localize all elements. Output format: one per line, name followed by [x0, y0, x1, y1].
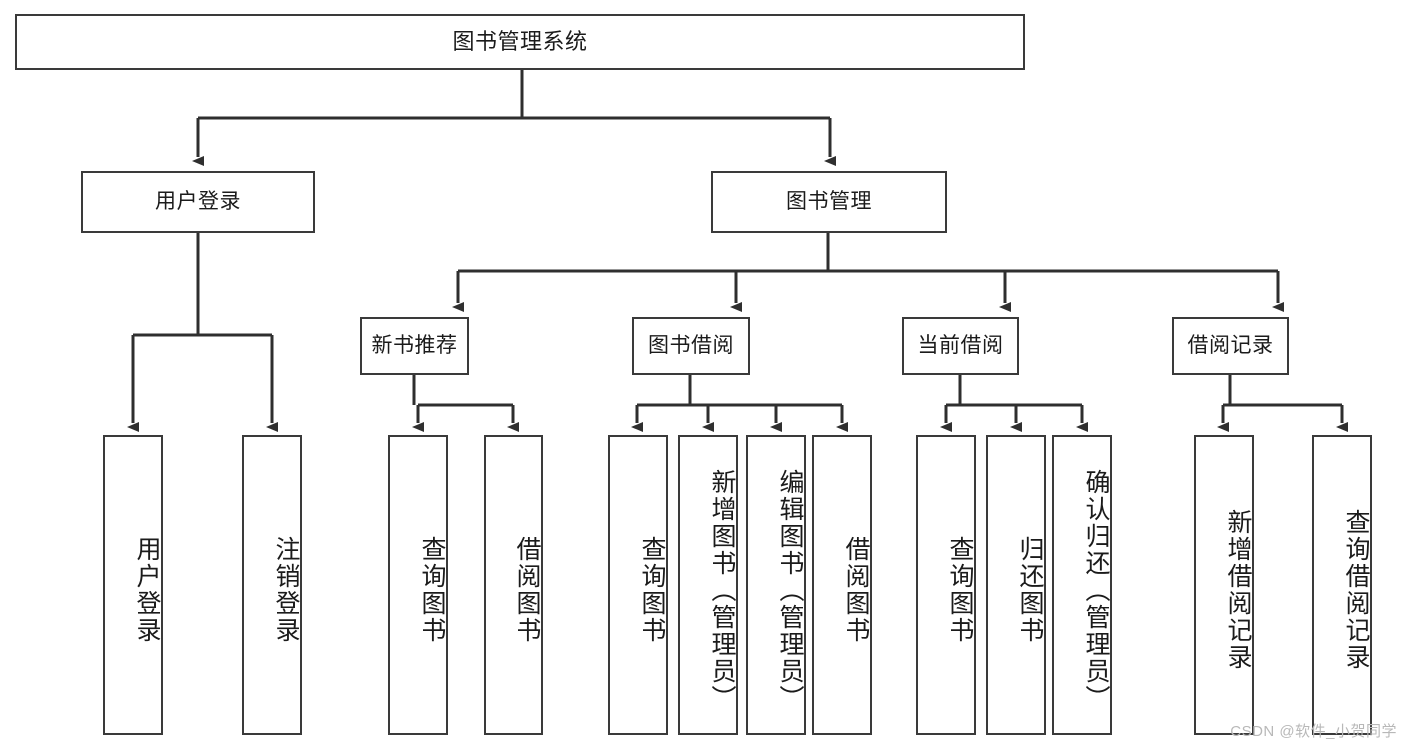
node-label: 当前借阅: [917, 333, 1004, 357]
leaf-user-login-logout[interactable]: 注销登录: [242, 435, 302, 735]
node-label: 借阅图书: [842, 536, 870, 644]
node-label: 确认归还（管理员）: [1082, 468, 1110, 712]
node-label: 查询借阅记录: [1342, 509, 1370, 671]
node-label: 新增借阅记录: [1224, 509, 1252, 671]
node-label: 查询图书: [946, 536, 974, 644]
leaf-current-borrow-query[interactable]: 查询图书: [916, 435, 976, 735]
leaf-user-login-login[interactable]: 用户登录: [103, 435, 163, 735]
node-borrow-record[interactable]: 借阅记录: [1172, 317, 1289, 375]
node-label: 新增图书（管理员）: [708, 468, 736, 712]
node-current-borrow[interactable]: 当前借阅: [902, 317, 1019, 375]
node-label: 用户登录: [155, 189, 241, 213]
leaf-book-borrow-borrow[interactable]: 借阅图书: [812, 435, 872, 735]
node-label: 查询图书: [638, 536, 666, 644]
node-new-book-recommend[interactable]: 新书推荐: [360, 317, 469, 375]
node-label: 新书推荐: [371, 333, 458, 357]
leaf-current-borrow-confirm-return[interactable]: 确认归还（管理员）: [1052, 435, 1112, 735]
node-label: 图书借阅: [648, 333, 734, 357]
leaf-current-borrow-return[interactable]: 归还图书: [986, 435, 1046, 735]
leaf-new-book-query[interactable]: 查询图书: [388, 435, 448, 735]
node-label: 注销登录: [272, 536, 300, 644]
node-user-login[interactable]: 用户登录: [81, 171, 315, 233]
leaf-book-borrow-edit[interactable]: 编辑图书（管理员）: [746, 435, 806, 735]
node-label: 借阅记录: [1187, 333, 1274, 357]
node-book-borrow[interactable]: 图书借阅: [632, 317, 750, 375]
node-label: 查询图书: [418, 536, 446, 644]
leaf-book-borrow-add[interactable]: 新增图书（管理员）: [678, 435, 738, 735]
leaf-borrow-record-add[interactable]: 新增借阅记录: [1194, 435, 1254, 735]
node-label: 借阅图书: [513, 536, 541, 644]
node-label: 归还图书: [1016, 536, 1044, 644]
leaf-borrow-record-query[interactable]: 查询借阅记录: [1312, 435, 1372, 735]
node-label: 图书管理系统: [452, 29, 588, 55]
node-label: 用户登录: [133, 536, 161, 644]
leaf-book-borrow-query[interactable]: 查询图书: [608, 435, 668, 735]
leaf-new-book-borrow[interactable]: 借阅图书: [484, 435, 543, 735]
csdn-watermark: CSDN @软件_小贺同学: [1230, 723, 1397, 740]
node-root-system[interactable]: 图书管理系统: [15, 14, 1025, 70]
node-label: 编辑图书（管理员）: [776, 468, 804, 712]
node-label: 图书管理: [786, 189, 872, 213]
node-book-management[interactable]: 图书管理: [711, 171, 947, 233]
